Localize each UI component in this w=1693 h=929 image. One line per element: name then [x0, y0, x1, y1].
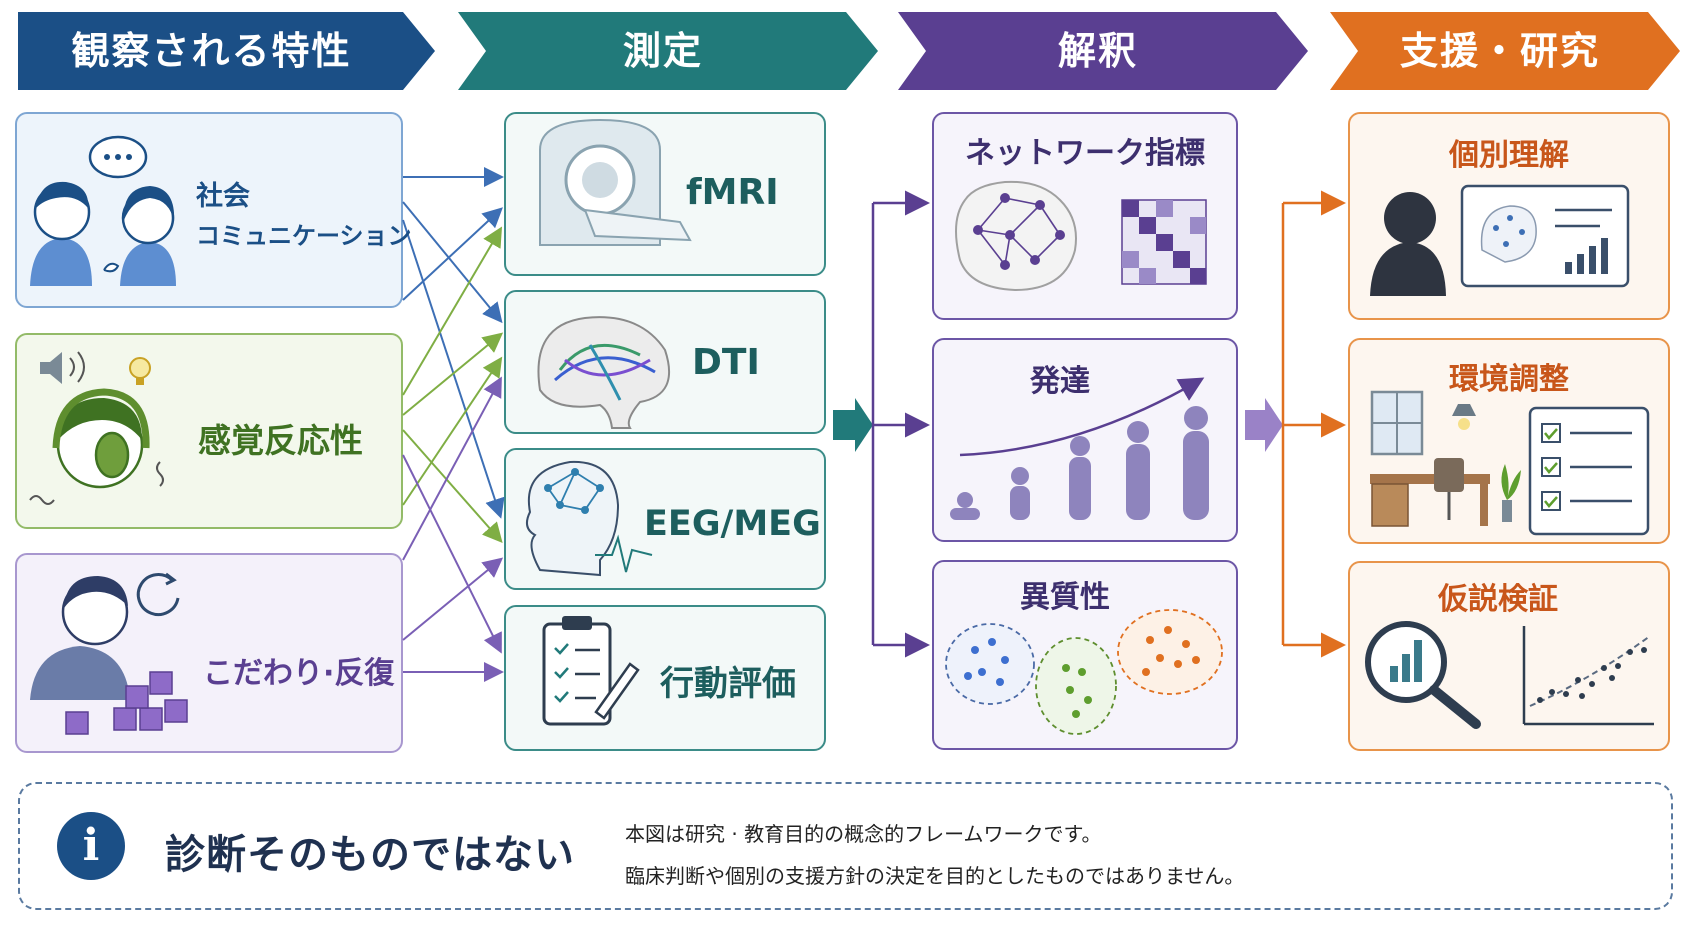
header-label: 測定: [622, 29, 703, 73]
magnifier-chart-icon: [1365, 621, 1481, 729]
trait-label-repetitive: こだわり·反復: [203, 656, 395, 691]
header-observed-traits: 観察される特性: [18, 12, 435, 90]
child-blocks-icon: [30, 572, 188, 735]
interp-title-development: 発達: [1030, 364, 1090, 399]
header-support-research: 支援・研究: [1330, 12, 1680, 90]
info-icon-glyph: i: [82, 820, 100, 871]
chevron-blue-shape: [18, 12, 435, 90]
children-talking-icon: [30, 135, 176, 286]
person-profile-icon: [1370, 192, 1446, 296]
header-label: 観察される特性: [71, 29, 352, 73]
measure-label-eeg: EEG/MEG: [644, 504, 821, 544]
growth-children-icon: [950, 377, 1209, 520]
mri-scanner-icon: [539, 118, 692, 246]
disclaimer-box: [18, 782, 1673, 910]
network-brain-icon: [955, 180, 1077, 292]
disclaimer-title: 診断そのものではない: [165, 832, 575, 878]
trait-label-social-line2: コミュニケーション: [196, 222, 412, 250]
chevron-purple-shape: [898, 12, 1308, 90]
scatter-plot-icon: [1522, 626, 1654, 726]
header-measurement: 測定: [458, 12, 878, 90]
teal-block-arrow: [833, 398, 873, 452]
purple-block-arrow: [1245, 398, 1283, 452]
bracket-to-support: [1281, 190, 1346, 658]
info-icon: [57, 812, 125, 880]
arrows-social-to-measures: [402, 167, 505, 519]
disclaimer-line-2: 臨床判断や個別の支援方針の決定を目的としたものではありません。: [625, 864, 1245, 888]
chevron-teal-shape: [458, 12, 878, 90]
chevron-orange-shape: [1330, 12, 1680, 90]
interp-title-network: ネットワーク指標: [965, 136, 1205, 171]
arrows-sensory-to-measures: [402, 226, 504, 544]
profile-dashboard-icon: [1460, 184, 1630, 288]
eeg-head-icon: [525, 460, 653, 577]
support-title-individual: 個別理解: [1449, 138, 1569, 173]
dti-brain-icon: [537, 316, 670, 429]
desk-room-icon: [1370, 390, 1521, 527]
disclaimer-line-1: 本図は研究 · 教育目的の概念的フレームワークです。: [625, 822, 1102, 846]
arrows-repetitive-to-measures: [402, 376, 504, 682]
support-title-hypothesis: 仮説検証: [1438, 582, 1558, 617]
checklist-icon: [1528, 406, 1650, 536]
header-label: 支援・研究: [1399, 29, 1600, 73]
cluster-blobs-icon: [945, 609, 1223, 735]
measure-label-fmri: fMRI: [686, 172, 779, 213]
support-title-environment: 環境調整: [1449, 362, 1569, 397]
child-headphones-icon: [29, 351, 164, 505]
bracket-to-interpretations: [871, 190, 930, 658]
measure-label-behavior: 行動評価: [660, 664, 796, 704]
trait-label-social-line1: 社会: [196, 181, 250, 212]
connectivity-matrix-icon: [1121, 199, 1207, 285]
header-interpretation: 解釈: [898, 12, 1308, 90]
header-label: 解釈: [1057, 29, 1138, 73]
measure-label-dti: DTI: [692, 342, 760, 383]
interp-title-heterogeneity: 異質性: [1020, 580, 1110, 615]
clipboard-checklist-icon: [542, 616, 640, 726]
trait-label-sensory: 感覚反応性: [198, 421, 363, 460]
